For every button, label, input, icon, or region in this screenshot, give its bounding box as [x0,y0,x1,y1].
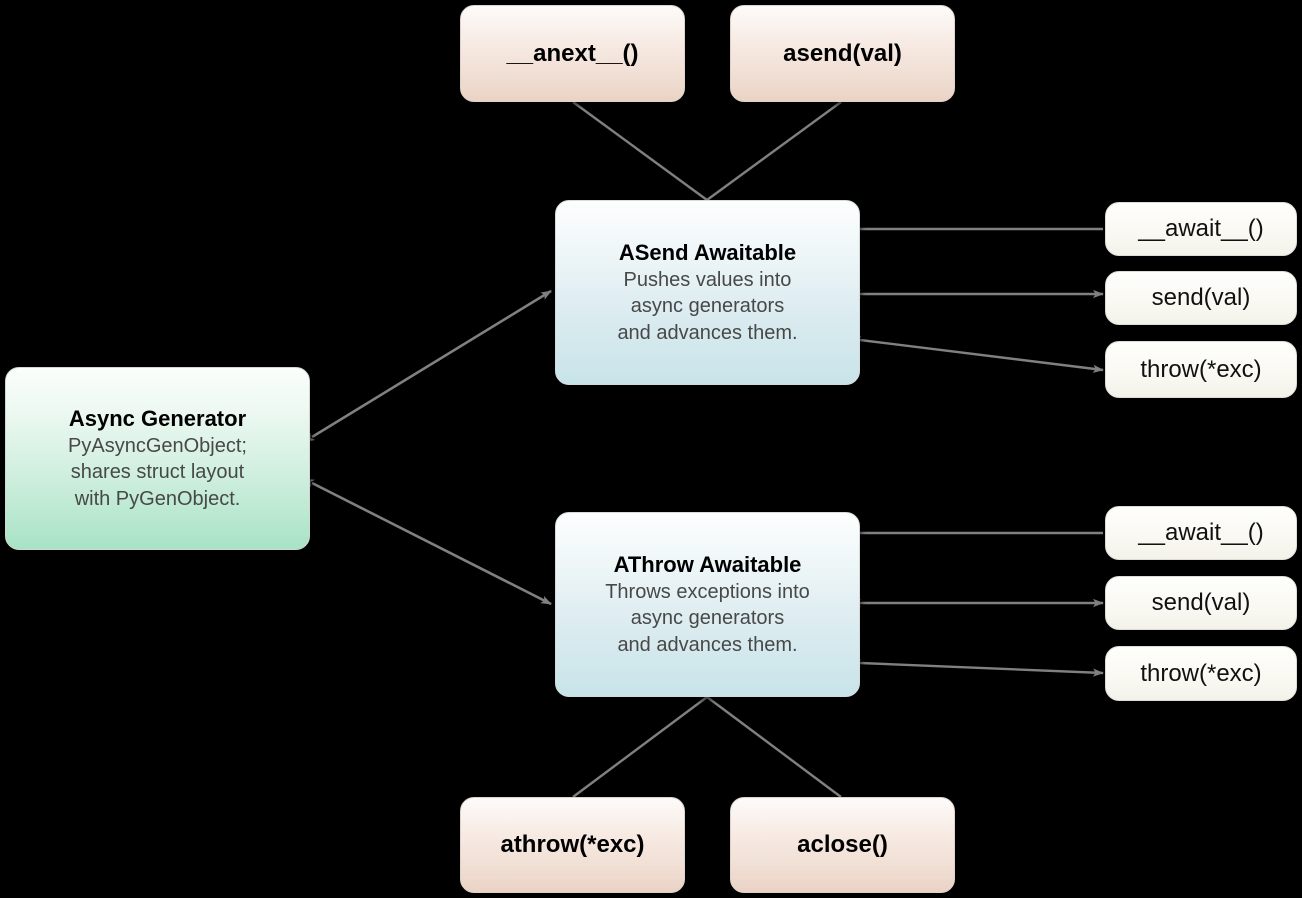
node-athrow-member-throw[interactable]: throw(*exc) [1105,646,1297,701]
node-asend-member-await[interactable]: __await__() [1105,202,1297,256]
node-asend-awaitable[interactable]: ASend Awaitable Pushes values into async… [555,200,860,385]
node-aclose-label: aclose() [797,831,888,858]
node-asend-member-throw[interactable]: throw(*exc) [1105,341,1297,398]
node-asend-awaitable-desc-3: and advances them. [617,321,798,344]
node-anext-label: __anext__() [506,39,639,67]
node-asend-member-send-label: send(val) [1151,284,1251,311]
node-athrow-member-throw-label: throw(*exc) [1140,659,1262,687]
node-async-generator-desc-3: with PyGenObject. [74,487,241,510]
node-athrow-awaitable-desc-2: async generators [630,607,785,630]
node-asend-method-label: asend(val) [783,39,902,67]
node-athrow-member-send[interactable]: send(val) [1105,576,1297,630]
node-async-generator-title: Async Generator [68,405,247,431]
edge-aclose-to-athrow-awaitable [706,696,842,798]
node-athrow-method[interactable]: athrow(*exc) [460,797,685,893]
node-athrow-awaitable-desc-3: and advances them. [617,633,798,656]
edge-asend-throw [850,336,1104,373]
edge-athrow-throw [850,658,1104,677]
node-asend-awaitable-title: ASend Awaitable [618,239,797,265]
node-asend-awaitable-desc-2: async generators [630,295,785,318]
node-athrow-awaitable[interactable]: AThrow Awaitable Throws exceptions into … [555,512,860,697]
node-athrow-member-await[interactable]: __await__() [1105,506,1297,560]
edge-anext-to-asend [572,101,708,201]
node-asend-member-send[interactable]: send(val) [1105,271,1297,325]
edge-asend-method-to-asend [706,101,842,201]
node-async-generator-desc-1: PyAsyncGenObject; [68,434,247,457]
edge-generator-asend [303,289,552,443]
node-anext[interactable]: __anext__() [460,5,685,102]
node-async-generator[interactable]: Async Generator PyAsyncGenObject; shares… [5,367,310,550]
node-async-generator-desc-2: shares struct layout [70,461,245,484]
node-asend-awaitable-desc-1: Pushes values into [623,268,792,291]
node-athrow-awaitable-title: AThrow Awaitable [613,551,802,577]
node-athrow-member-await-label: __await__() [1138,519,1264,546]
node-asend-method[interactable]: asend(val) [730,5,955,102]
node-aclose[interactable]: aclose() [730,797,955,893]
edge-athrow-to-athrow-awaitable [572,696,708,798]
node-athrow-member-send-label: send(val) [1151,589,1251,616]
node-asend-member-await-label: __await__() [1138,215,1264,242]
node-athrow-method-label: athrow(*exc) [500,831,645,858]
node-asend-member-throw-label: throw(*exc) [1140,355,1262,383]
node-athrow-awaitable-desc-1: Throws exceptions into [605,580,810,603]
edge-generator-athrow [303,478,552,606]
